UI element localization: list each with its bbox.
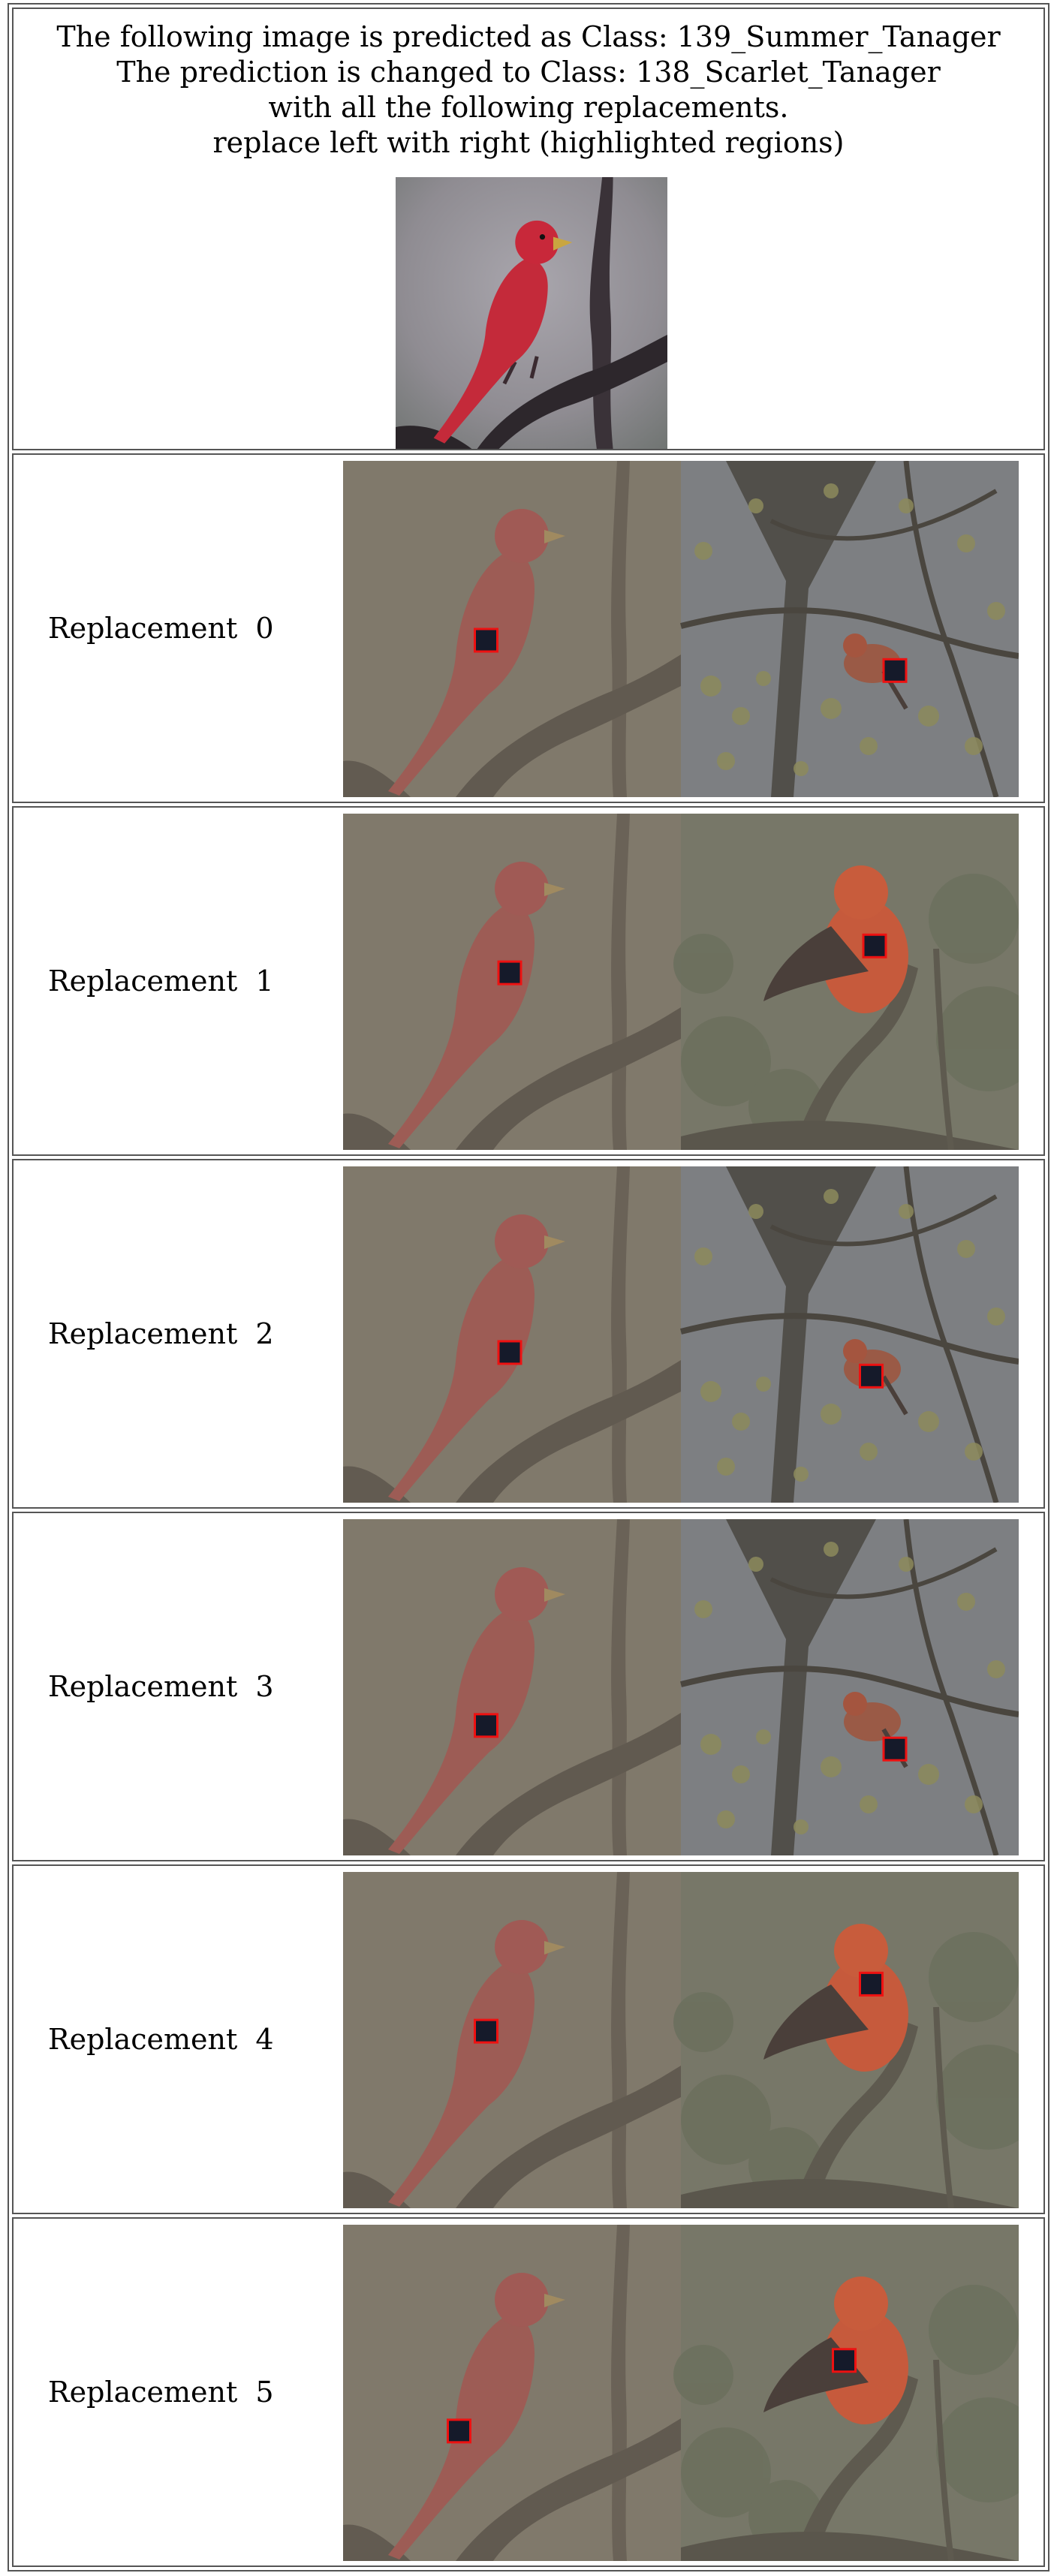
highlight-box-left — [474, 627, 498, 653]
replacement-row: Replacement 2 — [12, 1159, 1045, 1509]
replacement-image-pair — [343, 1166, 1019, 1503]
original-image-panel — [343, 814, 681, 1150]
original-image-panel — [343, 461, 681, 797]
header-line-2: The prediction is changed to Class: 138_… — [116, 56, 941, 89]
highlight-box-right — [882, 658, 908, 683]
replacement-image-pair — [343, 814, 1019, 1150]
replacement-row: Replacement 3 — [12, 1512, 1045, 1861]
explanation-table: The following image is predicted as Clas… — [8, 3, 1049, 2571]
replacement-label: Replacement 3 — [48, 1670, 274, 1703]
original-image-panel — [343, 1519, 681, 1855]
replacement-image-panel — [680, 1519, 1019, 1855]
replacement-image-pair — [343, 2225, 1019, 2561]
replacement-image-pair — [343, 461, 1019, 797]
replacement-label: Replacement 2 — [48, 1317, 274, 1350]
highlight-box-left — [474, 1713, 498, 1738]
highlight-box-right — [832, 2348, 857, 2373]
replacement-label: Replacement 0 — [48, 612, 274, 645]
replacement-image-panel — [673, 2225, 1019, 2561]
original-image-panel — [343, 1166, 681, 1503]
replacement-image-pair — [343, 1519, 1019, 1855]
replacement-label: Replacement 4 — [48, 2023, 274, 2056]
header-text: The following image is predicted as Clas… — [14, 20, 1043, 161]
header-cell: The following image is predicted as Clas… — [12, 8, 1045, 450]
replacement-image-panel — [673, 814, 1019, 1150]
header-line-4: replace left with right (highlighted reg… — [212, 126, 845, 159]
highlight-box-right — [859, 1363, 884, 1389]
replacement-label: Replacement 1 — [48, 964, 274, 998]
query-bird-image — [396, 177, 667, 449]
highlight-box-right — [882, 1736, 908, 1762]
replacement-image-panel — [680, 461, 1019, 797]
header-line-1: The following image is predicted as Clas… — [56, 20, 1001, 53]
highlight-box-right — [862, 933, 887, 958]
original-image-panel — [343, 2225, 681, 2561]
replacement-row: Replacement 4 — [12, 1864, 1045, 2214]
original-image-panel — [343, 1872, 681, 2208]
highlight-box-right — [859, 1971, 884, 1997]
replacement-image-pair — [343, 1872, 1019, 2208]
replacement-row: Replacement 0 — [12, 453, 1045, 803]
replacement-row: Replacement 5 — [12, 2217, 1045, 2567]
replacement-row: Replacement 1 — [12, 806, 1045, 1156]
replacement-image-panel — [680, 1166, 1019, 1503]
replacement-image-panel — [673, 1872, 1019, 2208]
header-line-3: with all the following replacements. — [268, 91, 789, 124]
highlight-box-left — [497, 1340, 522, 1365]
replacement-label: Replacement 5 — [48, 2376, 274, 2409]
highlight-box-left — [474, 2018, 498, 2044]
highlight-box-left — [447, 2418, 471, 2444]
highlight-box-left — [497, 960, 522, 986]
